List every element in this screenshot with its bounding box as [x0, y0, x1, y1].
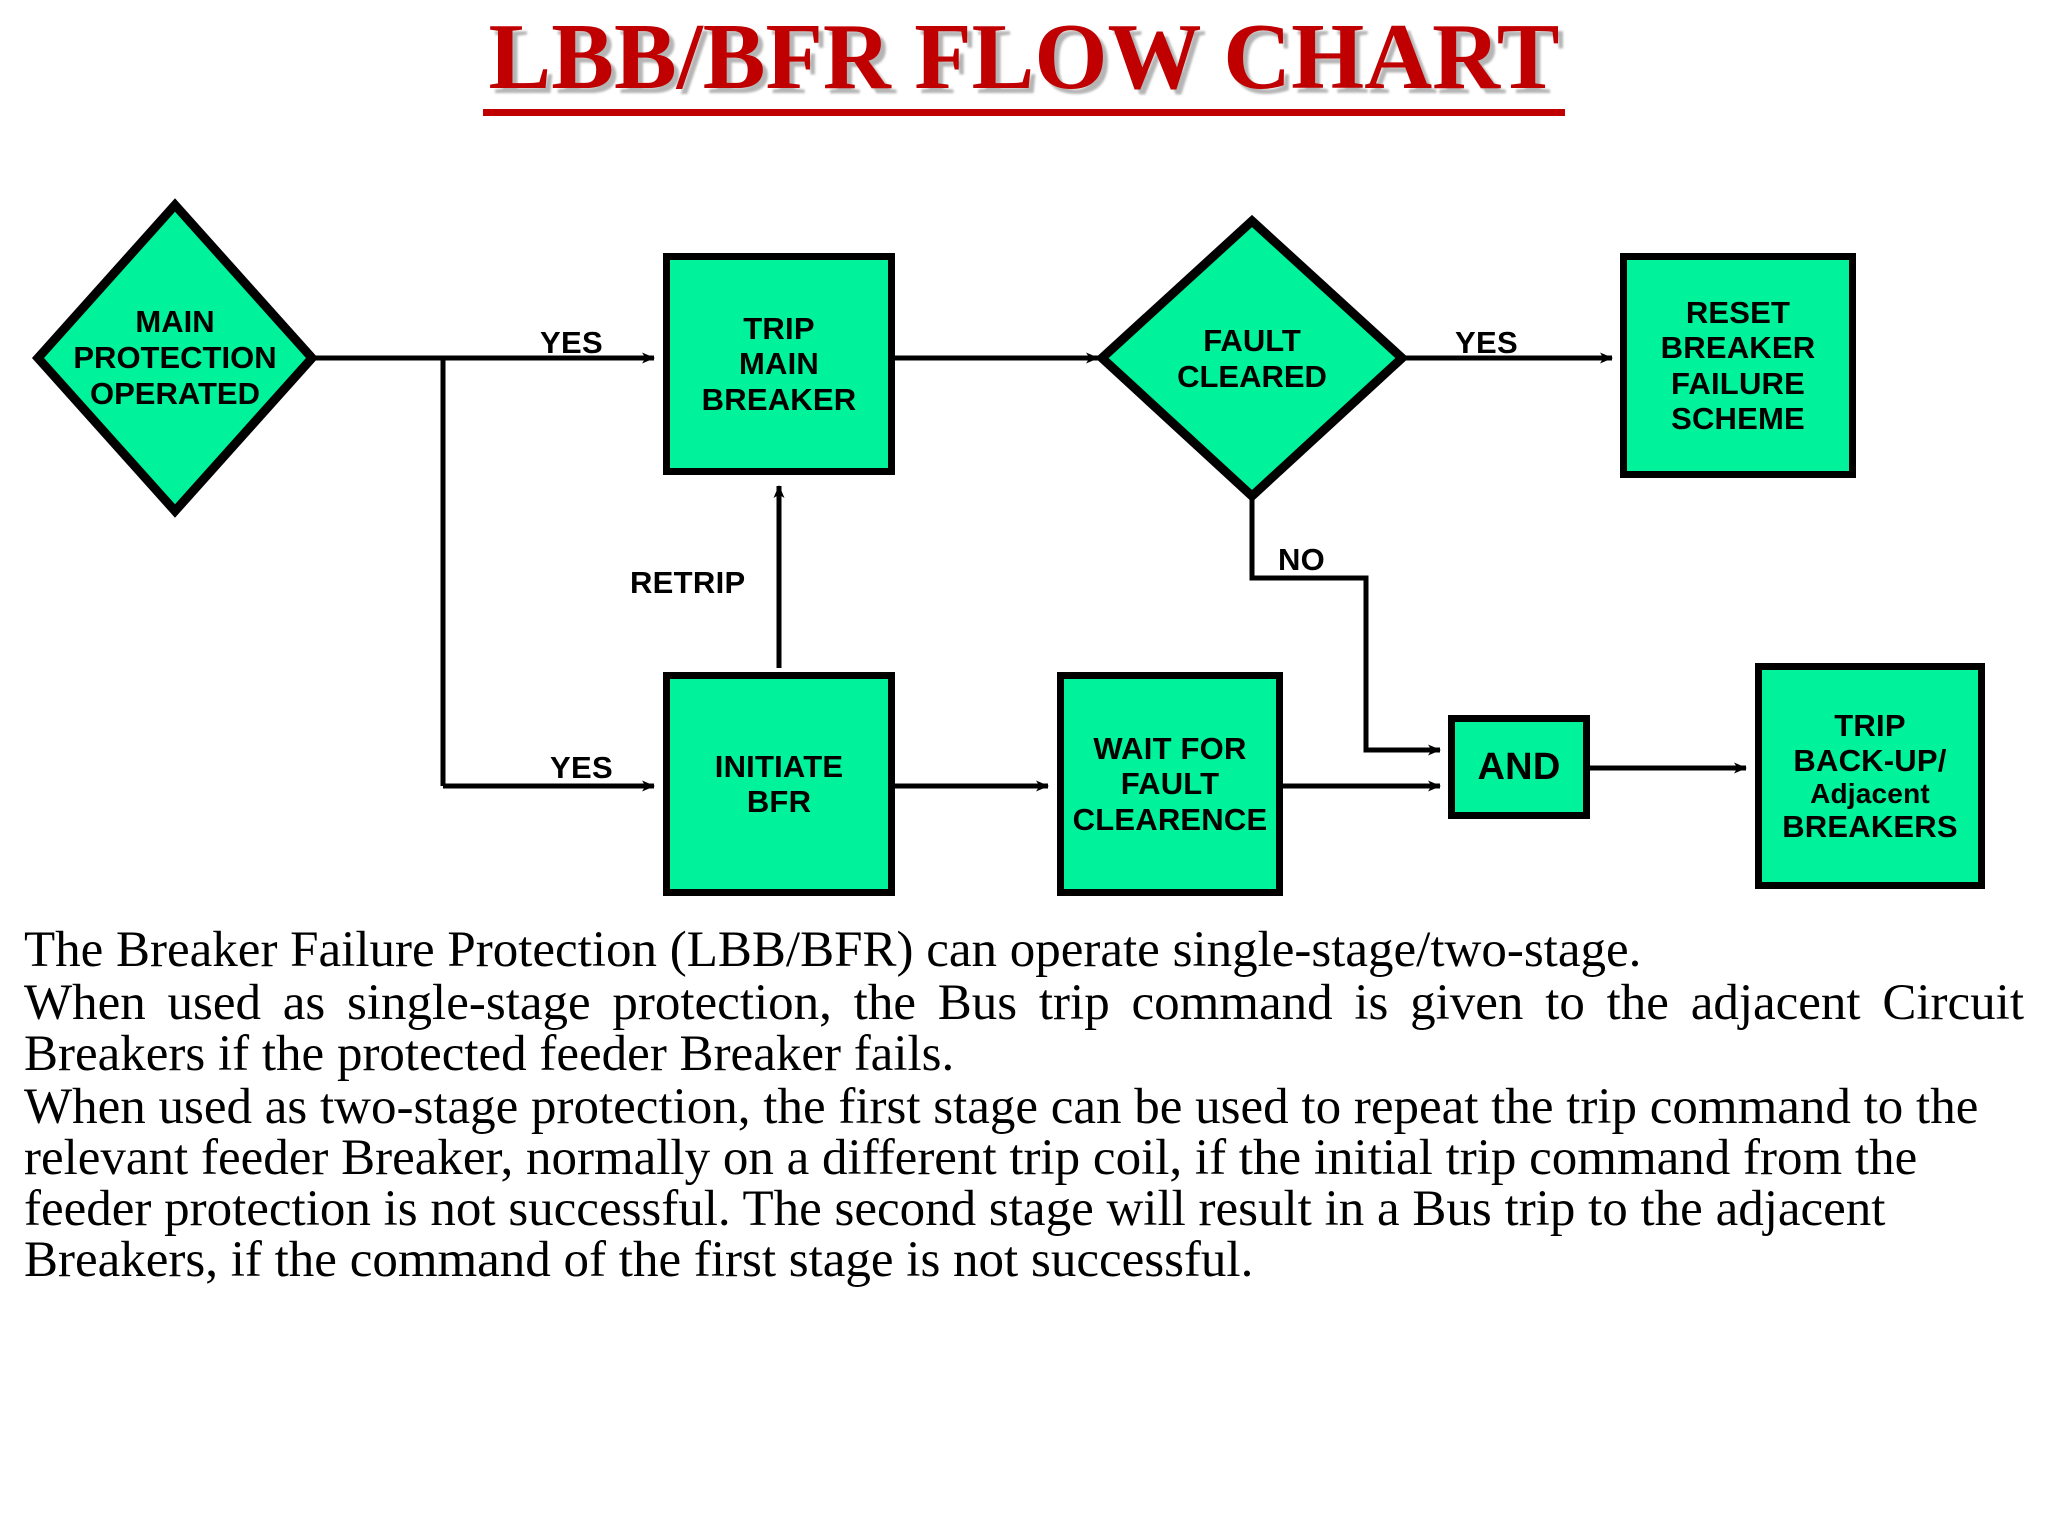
node-label-line: SCHEME	[1671, 400, 1805, 436]
edge-label-yes-trip-main-breaker: YES	[540, 325, 603, 360]
node-label-line: FAILURE	[1670, 365, 1805, 401]
node-label-line: AND	[1477, 745, 1561, 788]
flowchart-connectors	[31, 198, 1747, 792]
node-trip-backup-adjacent-breakers-label: TRIP BACK-UP/ Adjacent BREAKERS	[1762, 708, 1978, 845]
node-label-line: TRIP	[1834, 707, 1906, 743]
edge-no-fault-cleared-to-and	[1249, 496, 1441, 756]
description-paragraph-2: When used as single-stage protection, th…	[24, 975, 2024, 1082]
node-trip-main-breaker-label: TRIP MAIN BREAKER	[670, 311, 888, 416]
node-fault-cleared-shape[interactable]	[1095, 214, 1409, 503]
node-trip-main-breaker[interactable]: TRIP MAIN BREAKER	[663, 253, 895, 475]
flowchart-canvas: MAIN PROTECTION OPERATED FAULT CLEARED T…	[31, 198, 1985, 896]
node-main-protection-operated[interactable]: MAIN PROTECTION OPERATED	[38, 205, 312, 511]
node-label-line: Adjacent	[1810, 777, 1930, 809]
page-title: LBB/BFR FLOW CHART	[482, 8, 1566, 116]
node-label-line: RESET	[1685, 295, 1791, 331]
node-reset-breaker-failure-scheme-label: RESET BREAKER FAILURE SCHEME	[1627, 295, 1849, 435]
node-label-line: BFR	[746, 784, 812, 819]
page-title-container: LBB/BFR FLOW CHART	[0, 8, 2048, 116]
node-label-line: MAIN	[738, 346, 819, 382]
node-label-line: OPERATED	[90, 375, 260, 411]
node-label-line: MAIN	[135, 304, 215, 340]
node-and-gate-label: AND	[1455, 746, 1583, 789]
node-reset-breaker-failure-scheme[interactable]: RESET BREAKER FAILURE SCHEME	[1620, 253, 1856, 478]
node-main-protection-operated-label: MAIN PROTECTION OPERATED	[38, 205, 312, 511]
node-label-line: WAIT FOR	[1093, 731, 1247, 767]
node-trip-backup-adjacent-breakers[interactable]: TRIP BACK-UP/ Adjacent BREAKERS	[1755, 663, 1985, 889]
node-fault-cleared[interactable]: FAULT CLEARED	[1102, 221, 1402, 496]
node-label-line: BREAKER	[1660, 330, 1816, 366]
edge-label-retrip: RETRIP	[630, 565, 746, 600]
node-wait-for-fault-clearence[interactable]: WAIT FOR FAULT CLEARENCE	[1057, 672, 1283, 896]
node-label-line: FAULT	[1120, 766, 1220, 802]
node-label-line: INITIATE	[714, 748, 844, 784]
node-initiate-bfr-label: INITIATE BFR	[670, 749, 888, 819]
node-initiate-bfr[interactable]: INITIATE BFR	[663, 672, 895, 896]
node-label-line: CLEARENCE	[1072, 801, 1268, 837]
edge-main-to-branch	[312, 355, 446, 786]
node-label-line: CLEARED	[1177, 358, 1327, 394]
description-paragraph-3: When used as two-stage protection, the f…	[24, 1079, 1979, 1288]
node-fault-cleared-label: FAULT CLEARED	[1102, 221, 1402, 496]
node-label-line: BACK-UP/	[1793, 742, 1947, 778]
node-label-line: PROTECTION	[73, 340, 277, 376]
edge-label-yes-initiate-bfr: YES	[550, 750, 613, 785]
node-label-line: BREAKER	[701, 381, 857, 417]
node-and-gate[interactable]: AND	[1448, 715, 1590, 819]
description-paragraph-1: The Breaker Failure Protection (LBB/BFR)…	[24, 922, 1642, 978]
node-wait-for-fault-clearence-label: WAIT FOR FAULT CLEARENCE	[1064, 731, 1276, 836]
node-label-line: BREAKERS	[1782, 809, 1958, 845]
edge-label-yes-reset-scheme: YES	[1455, 325, 1518, 360]
node-label-line: FAULT	[1203, 322, 1301, 358]
edge-label-no-fault-cleared: NO	[1278, 542, 1326, 577]
node-main-protection-operated-shape[interactable]	[31, 198, 319, 518]
description-text: The Breaker Failure Protection (LBB/BFR)…	[24, 925, 2024, 1288]
node-label-line: TRIP	[743, 311, 815, 347]
